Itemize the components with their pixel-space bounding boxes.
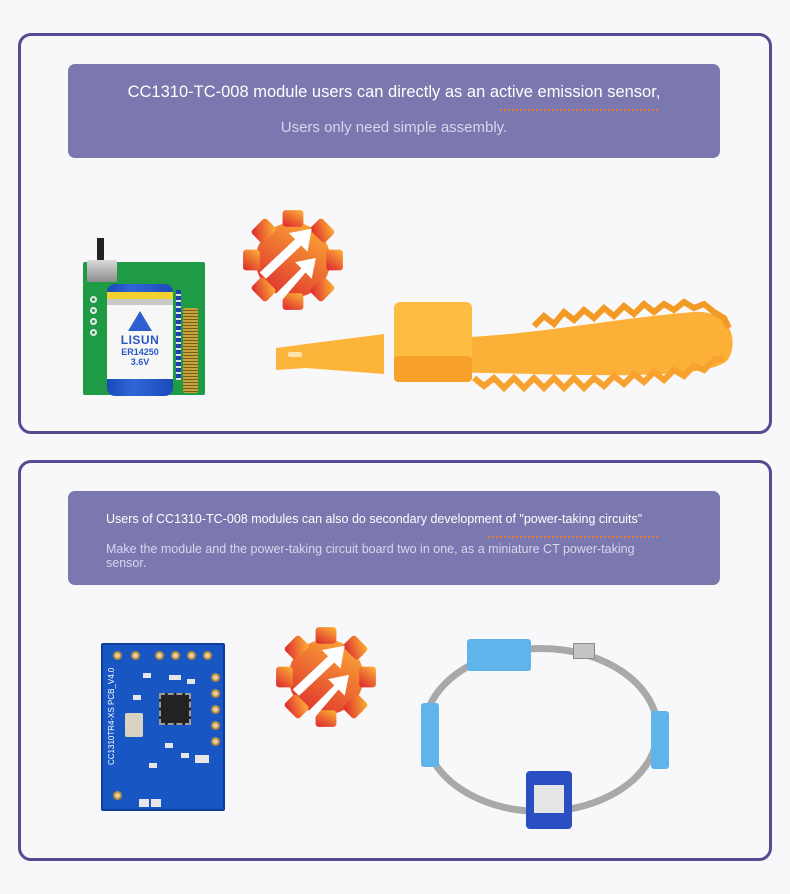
battery-brand: LISUN bbox=[120, 333, 160, 347]
callout-banner: CC1310-TC-008 module users can directly … bbox=[68, 64, 720, 158]
switch-lever bbox=[97, 238, 104, 264]
callout-title: CC1310-TC-008 module users can directly … bbox=[127, 83, 661, 101]
pin-header bbox=[90, 296, 100, 340]
battery-voltage: 3.6V bbox=[130, 357, 150, 367]
battery-model: ER14250 bbox=[121, 347, 159, 357]
module-label bbox=[534, 785, 564, 813]
gear-arrow-icon bbox=[276, 627, 376, 727]
battery-cell: LISUN ER14250 3.6V bbox=[107, 284, 173, 396]
highlight-underline bbox=[488, 536, 658, 538]
ct-ring-sensor-image bbox=[411, 623, 681, 843]
blue-pcb: CC1310TR4-XS PCB_V4.0 bbox=[101, 643, 225, 811]
callout-subtitle: Users only need simple assembly. bbox=[280, 119, 508, 136]
insulator-clip bbox=[651, 711, 669, 769]
callout-subtitle: Make the module and the power-taking cir… bbox=[106, 542, 635, 570]
gear-arrow-icon bbox=[243, 210, 343, 310]
pcb-silkscreen: CC1310TR4-XS PCB_V4.0 bbox=[107, 667, 116, 765]
feature-card-power-taking: Users of CC1310-TC-008 modules can also … bbox=[18, 460, 772, 861]
insulator-clip bbox=[467, 639, 531, 671]
cc1310-pcb-image: CC1310TR4-XS PCB_V4.0 bbox=[101, 643, 227, 813]
brand-triangle-icon bbox=[128, 311, 152, 331]
battery-module-image: LISUN ER14250 3.6V bbox=[83, 232, 208, 397]
slide-switch bbox=[87, 260, 117, 282]
orange-strap-sensor-image bbox=[276, 298, 733, 393]
rf-chip bbox=[159, 693, 191, 725]
crystal bbox=[125, 713, 143, 737]
callout-title: Users of CC1310-TC-008 modules can also … bbox=[106, 512, 643, 526]
insulator-clip bbox=[421, 703, 439, 767]
callout-banner: Users of CC1310-TC-008 modules can also … bbox=[68, 491, 720, 585]
band-buckle bbox=[573, 643, 595, 659]
feature-card-active-emission: CC1310-TC-008 module users can directly … bbox=[18, 33, 772, 434]
spring-antenna bbox=[183, 308, 198, 393]
component-strip bbox=[176, 290, 181, 380]
ct-sensor-module bbox=[526, 771, 572, 829]
highlight-underline bbox=[500, 109, 658, 111]
